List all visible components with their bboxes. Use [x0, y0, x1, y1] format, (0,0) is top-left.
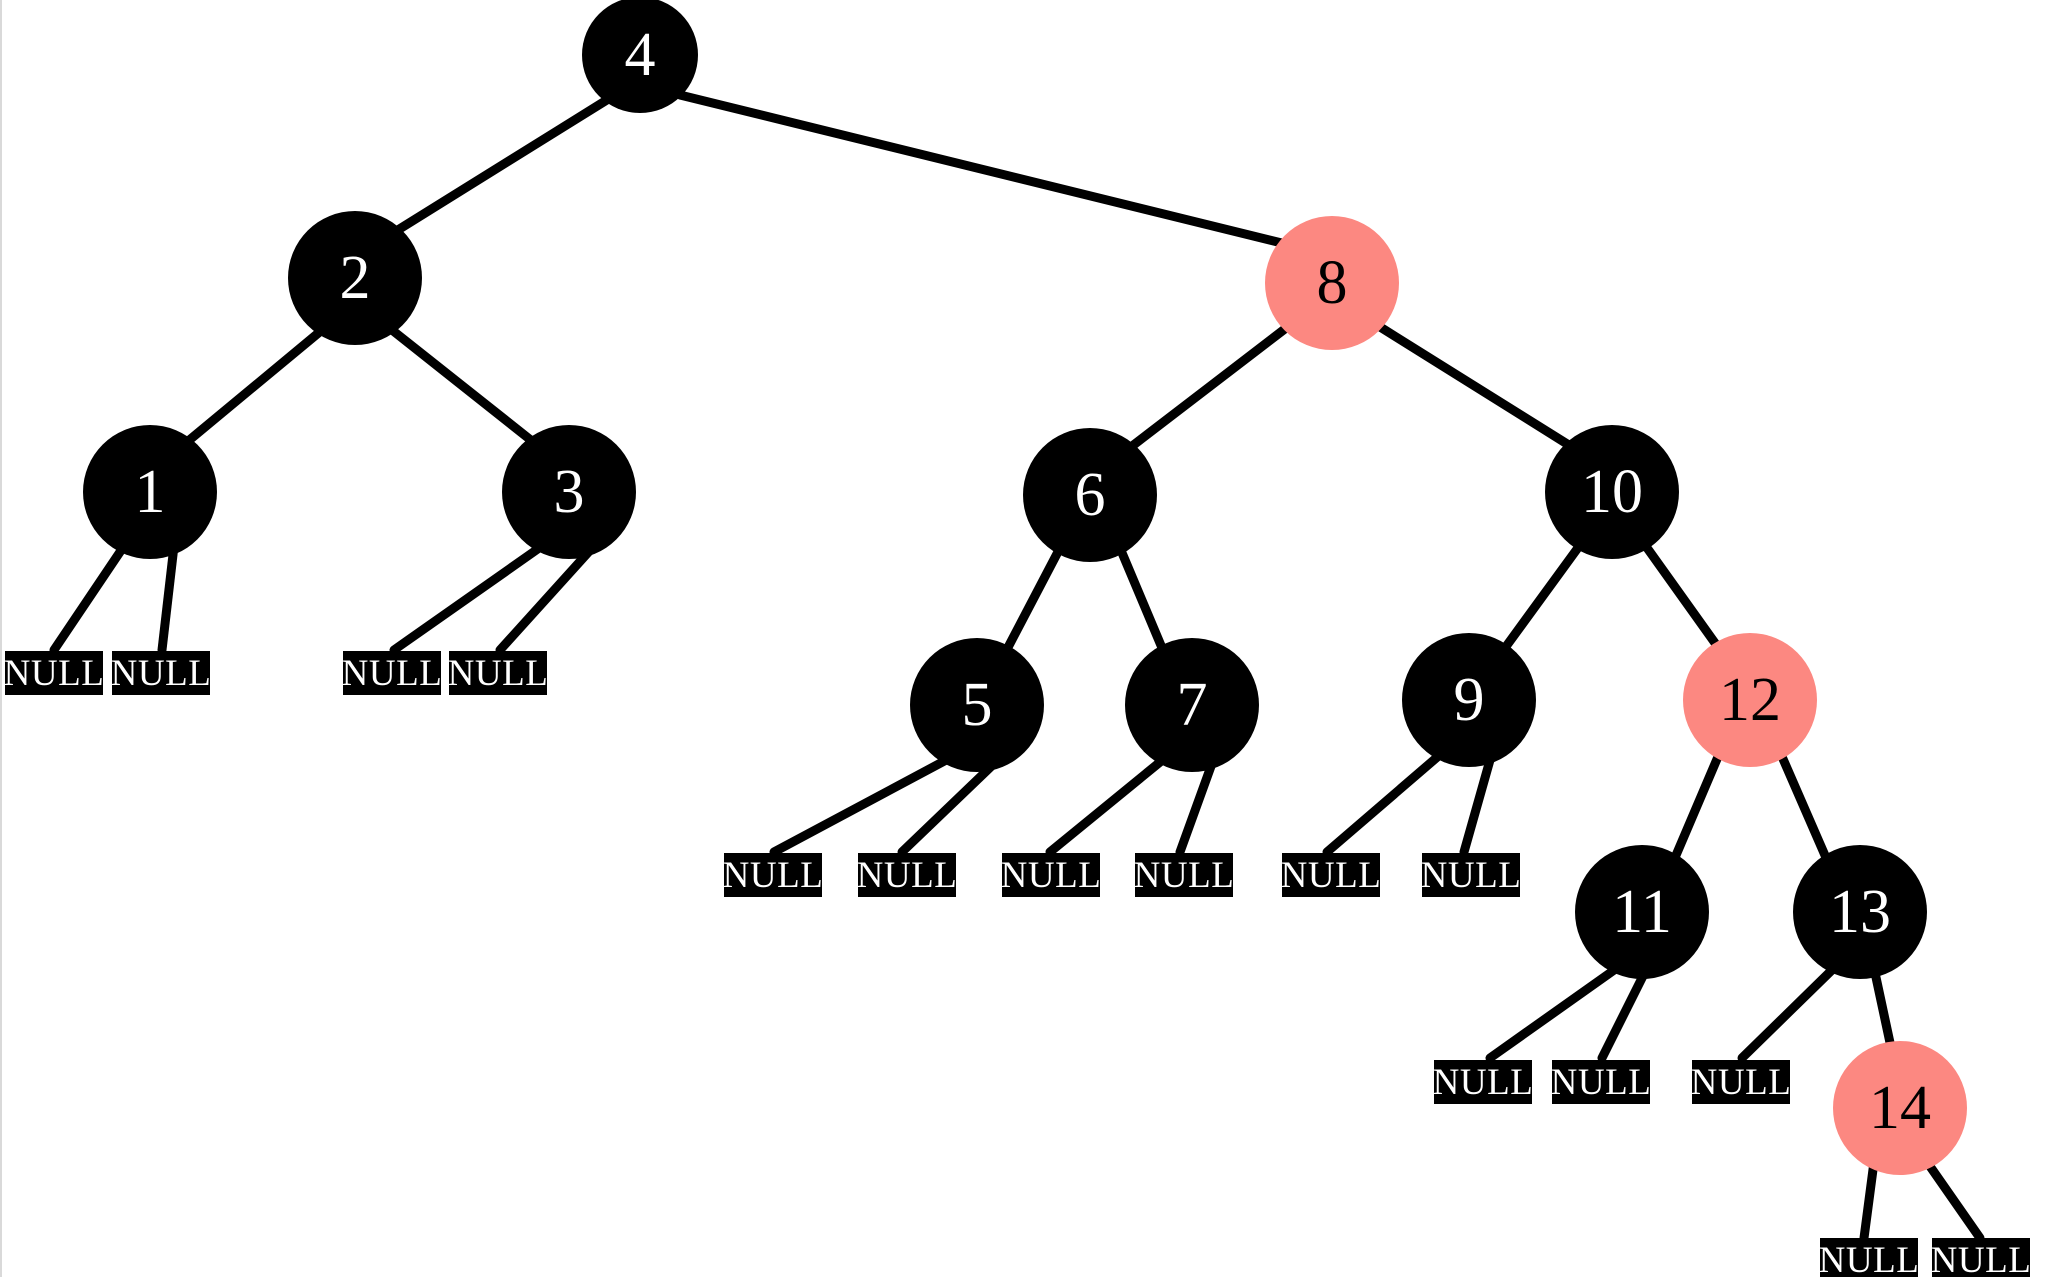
tree-node-13[interactable]: 13 [1793, 845, 1927, 979]
tree-node-3[interactable]: 3 [502, 425, 636, 559]
tree-node-5[interactable]: 5 [910, 638, 1044, 772]
tree-edge [1497, 540, 1585, 657]
tree-node-label: 5 [961, 671, 993, 739]
tree-null-leaf: NULL [1550, 1060, 1652, 1104]
tree-node-9[interactable]: 9 [1402, 633, 1536, 767]
tree-edge [1175, 753, 1219, 857]
tree-null-leaf: NULL [856, 853, 958, 897]
tree-null-leaf: NULL [1931, 1238, 2031, 1277]
tree-node-label: 12 [1719, 666, 1781, 734]
tree-node-label: 1 [134, 458, 166, 526]
tree-edge [1640, 540, 1725, 655]
tree-edge [1869, 963, 1897, 1057]
tree-node-label: 10 [1581, 458, 1643, 526]
tree-null-leaf: NULL [1690, 1060, 1792, 1104]
tree-node-1[interactable]: 1 [83, 425, 217, 559]
tree-edge [1485, 963, 1622, 1063]
tree-node-6[interactable]: 6 [1023, 428, 1157, 562]
tree-edge [1597, 963, 1652, 1063]
tree-node-11[interactable]: 11 [1575, 845, 1709, 979]
tree-edge [1737, 963, 1839, 1063]
tree-edge [387, 325, 542, 450]
tree-null-leaf: NULL [1000, 853, 1102, 897]
tree-null-leaf: NULL [1133, 853, 1235, 897]
tree-edge [1669, 747, 1725, 865]
tree-node-10[interactable]: 10 [1545, 425, 1679, 559]
tree-node-label: 14 [1869, 1074, 1931, 1142]
tree-edge [999, 543, 1065, 660]
tree-node-8[interactable]: 8 [1265, 216, 1399, 350]
tree-edge [1322, 748, 1447, 857]
tree-edge [1775, 747, 1832, 865]
tree-null-leaf: NULL [1432, 1060, 1534, 1104]
tree-edge [1459, 748, 1497, 857]
tree-edge [1122, 320, 1295, 455]
tree-node-label: 13 [1829, 878, 1891, 946]
tree-null-leaf: NULL [3, 651, 105, 695]
tree-node-12[interactable]: 12 [1683, 633, 1817, 767]
tree-edge [1859, 1157, 1879, 1243]
tree-null-leaf: NULL [447, 651, 549, 695]
tree-node-label: 4 [624, 21, 656, 89]
tree-node-label: 3 [553, 458, 585, 526]
tree-null-leaf: NULL [110, 651, 212, 695]
tree-edge [182, 325, 327, 447]
tree-edge [1045, 753, 1170, 857]
tree-node-label: 9 [1453, 666, 1485, 734]
tree-edge [380, 93, 615, 243]
tree-null-leaf: NULL [341, 651, 443, 695]
tree-edge [675, 90, 1295, 250]
tree-node-2[interactable]: 2 [288, 211, 422, 345]
tree-null-leaf: NULL [1420, 853, 1522, 897]
tree-edge [389, 541, 547, 655]
tree-node-label: 7 [1176, 671, 1208, 739]
tree-node-14[interactable]: 14 [1833, 1041, 1967, 1175]
tree-edge [1372, 320, 1577, 452]
tree-edge [1115, 543, 1170, 660]
tree-edge [495, 541, 599, 655]
tree-node-label: 11 [1612, 878, 1672, 946]
tree-edge [769, 753, 955, 857]
tree-edge [49, 541, 129, 655]
tree-node-7[interactable]: 7 [1125, 638, 1259, 772]
tree-null-leaf: NULL [1819, 1238, 1919, 1277]
tree-null-leaf: NULL [722, 853, 824, 897]
tree-node-label: 8 [1316, 249, 1348, 317]
tree-node-4[interactable]: 4 [582, 0, 698, 113]
tree-edge [1922, 1157, 1985, 1243]
tree-null-leaf: NULL [1280, 853, 1382, 897]
tree-node-label: 2 [339, 244, 371, 312]
tree-node-label: 6 [1074, 461, 1106, 529]
tree-edge [897, 753, 1005, 857]
tree-edge [157, 541, 179, 655]
